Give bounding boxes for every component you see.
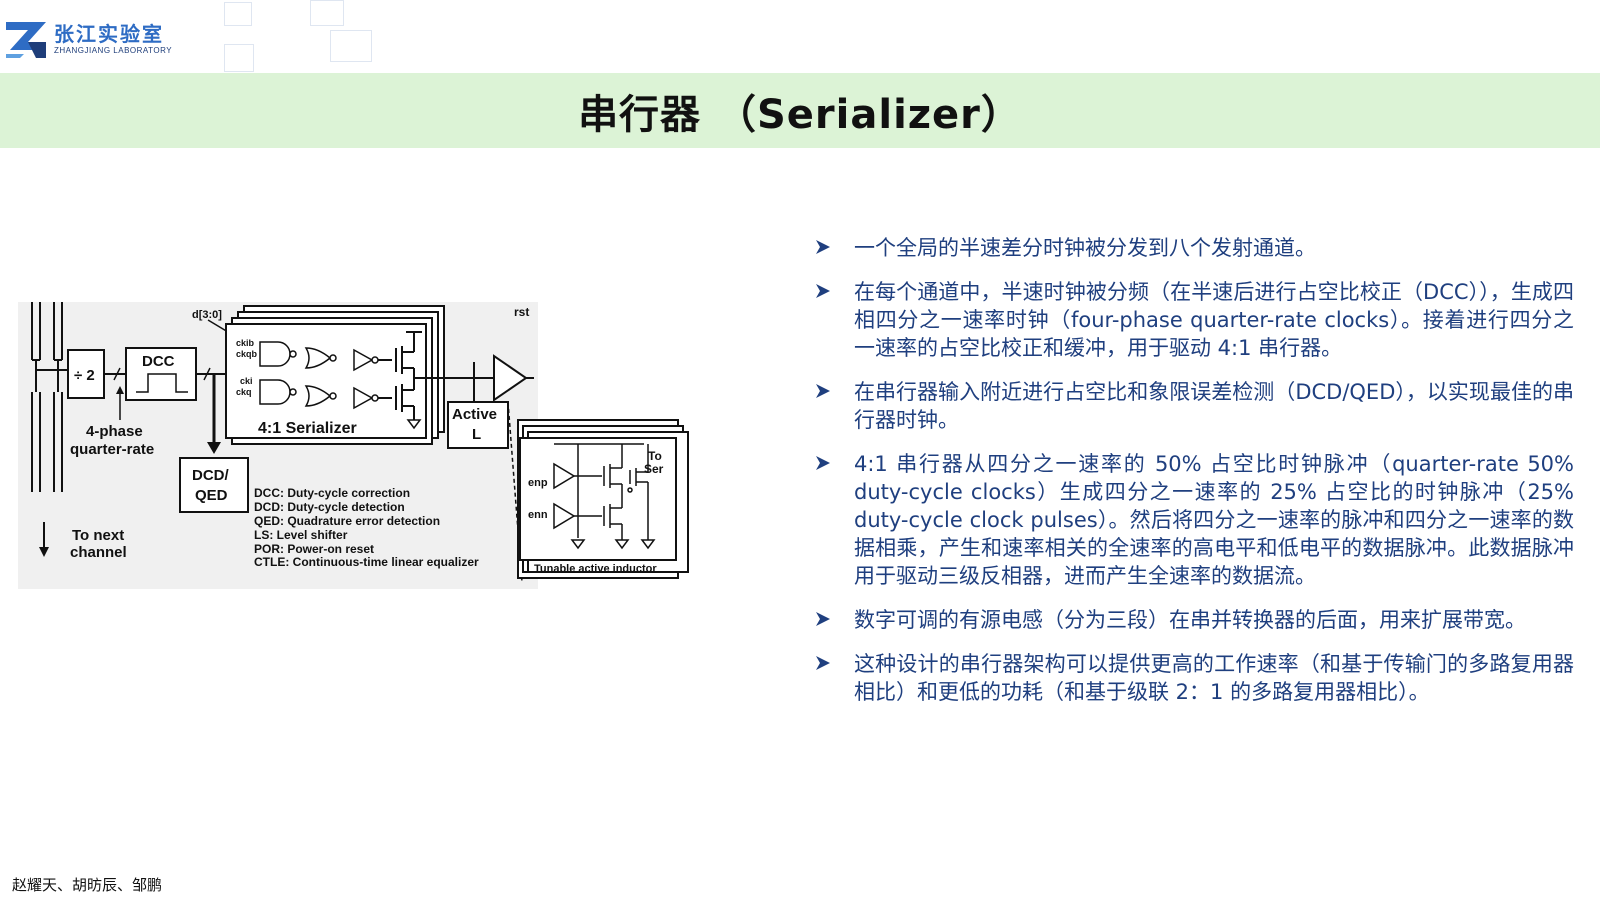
enp-label: enp xyxy=(528,477,548,489)
active-inductor-block xyxy=(447,401,509,449)
dcc-label: DCC xyxy=(142,353,175,370)
footer-authors: 赵耀天、胡昉辰、邹鹏 xyxy=(12,876,163,894)
bullet-text: 在串行器输入附近进行占空比和象限误差检测（DCD/QED），以实现最佳的串行器时… xyxy=(854,380,1574,432)
ground-icon xyxy=(406,419,422,430)
serializer-label: 4:1 Serializer xyxy=(258,420,357,437)
qed-label: QED xyxy=(195,487,228,504)
ground-icon xyxy=(614,539,630,550)
cki-label: cki xyxy=(240,376,253,386)
legend-item: CTLE: Continuous-time linear equalizer xyxy=(254,555,479,569)
bullet-text: 数字可调的有源电感（分为三段）在串并转换器的后面，用来扩展带宽。 xyxy=(854,608,1526,632)
bullet-text: 一个全局的半速差分时钟被分发到八个发射通道。 xyxy=(854,236,1316,260)
arrow-bullet-icon xyxy=(816,656,830,670)
quarter-rate-label: quarter-rate xyxy=(70,441,154,458)
serializer-block-diagram: ÷ 2 DCC 4-phase quarter-rate DCD/ QED To… xyxy=(18,299,694,598)
logo-english-name: ZHANGJIANG LABORATORY xyxy=(54,46,173,55)
bullet-text: 这种设计的串行器架构可以提供更高的工作速率（和基于传输门的多路复用器相比）和更低… xyxy=(854,652,1574,704)
arrow-bullet-icon xyxy=(816,612,830,626)
bullet-item: 这种设计的串行器架构可以提供更高的工作速率（和基于传输门的多路复用器相比）和更低… xyxy=(814,650,1574,706)
tunable-inductor-caption: Tunable active inductor xyxy=(534,563,657,575)
arrow-up-icon xyxy=(116,386,124,394)
arrow-bullet-icon xyxy=(816,284,830,298)
arrow-bullet-icon xyxy=(816,456,830,470)
enn-label: enn xyxy=(528,509,548,521)
to-label: To xyxy=(648,449,662,463)
inductor-l-label: L xyxy=(472,426,481,443)
ground-icon xyxy=(570,539,586,550)
legend-item: DCD: Duty-cycle detection xyxy=(254,500,405,514)
legend-item: DCC: Duty-cycle correction xyxy=(254,486,410,500)
bullet-text: 在每个通道中，半速时钟被分频（在半速后进行占空比校正（DCC）），生成四相四分之… xyxy=(854,280,1574,360)
ckqb-label: ckqb xyxy=(236,349,258,359)
active-label: Active xyxy=(452,406,497,423)
output-buffer-icon xyxy=(493,354,528,402)
bullet-text: 4:1 串行器从四分之一速率的 50% 占空比时钟脉冲（quarter-rate… xyxy=(854,452,1574,588)
arrow-bullet-icon xyxy=(816,384,830,398)
divide-by-two-label: ÷ 2 xyxy=(74,367,95,384)
ckib-label: ckib xyxy=(236,338,255,348)
bullet-item: 在每个通道中，半速时钟被分频（在半速后进行占空比校正（DCC）），生成四相四分之… xyxy=(814,278,1574,362)
logo-chinese-name: 张江实验室 xyxy=(54,22,164,46)
ckq-label: ckq xyxy=(236,387,252,397)
channel-label: channel xyxy=(70,544,127,561)
title-bar: 串行器 （Serializer） xyxy=(0,73,1600,148)
decorative-square xyxy=(330,30,372,62)
arrow-down-icon xyxy=(207,442,221,454)
legend-item: POR: Power-on reset xyxy=(254,542,374,556)
arrow-bullet-icon xyxy=(816,240,830,254)
lab-logo: 张江实验室 ZHANGJIANG LABORATORY xyxy=(6,18,172,62)
decorative-square xyxy=(310,0,344,26)
decorative-square xyxy=(224,44,254,72)
bullet-item: 在串行器输入附近进行占空比和象限误差检测（DCD/QED），以实现最佳的串行器时… xyxy=(814,378,1574,434)
ser-label: Ser xyxy=(644,462,664,476)
bullet-item: 数字可调的有源电感（分为三段）在串并转换器的后面，用来扩展带宽。 xyxy=(814,606,1574,634)
data-bus-label: d[3:0] xyxy=(192,309,222,321)
ground-icon xyxy=(640,539,656,550)
decorative-square xyxy=(224,2,252,26)
four-phase-label: 4-phase xyxy=(86,423,143,440)
logo-mark-icon xyxy=(6,20,48,60)
tunable-inductor-block xyxy=(519,437,677,561)
legend-item: LS: Level shifter xyxy=(254,528,348,542)
bullet-list: 一个全局的半速差分时钟被分发到八个发射通道。 在每个通道中，半速时钟被分频（在半… xyxy=(814,234,1574,722)
reset-label: rst xyxy=(514,305,529,319)
slide-title: 串行器 （Serializer） xyxy=(578,91,1022,138)
bullet-item: 4:1 串行器从四分之一速率的 50% 占空比时钟脉冲（quarter-rate… xyxy=(814,450,1574,590)
bullet-item: 一个全局的半速差分时钟被分发到八个发射通道。 xyxy=(814,234,1574,262)
to-next-label: To next xyxy=(72,527,124,544)
legend-item: QED: Quadrature error detection xyxy=(254,514,440,528)
down-arrow-icon xyxy=(39,547,49,557)
dcd-label: DCD/ xyxy=(192,467,229,484)
